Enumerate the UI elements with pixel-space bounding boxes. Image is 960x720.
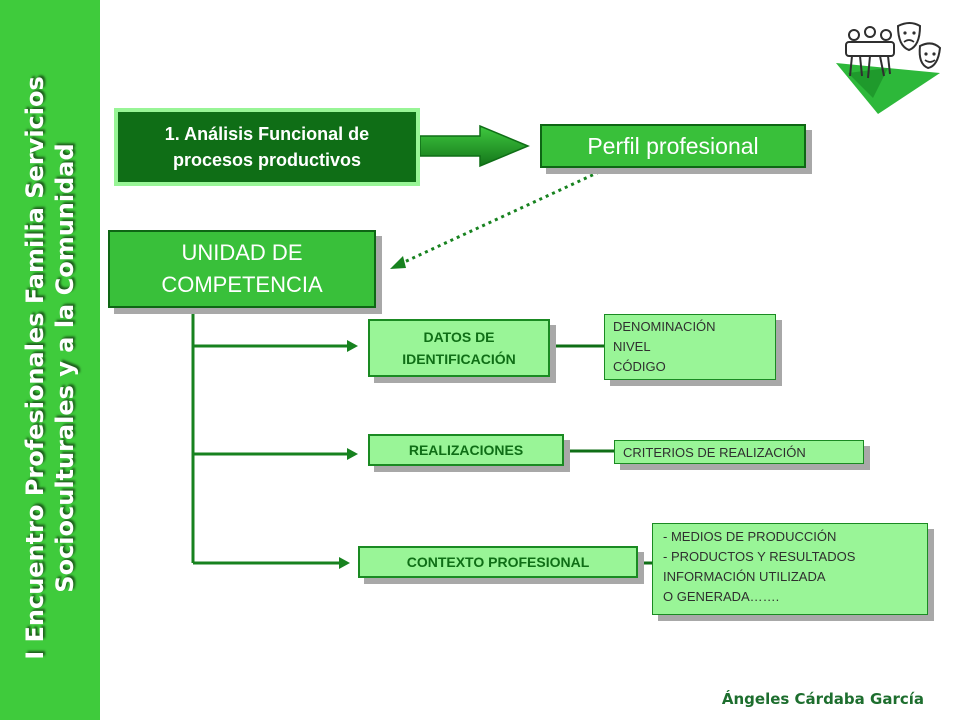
contexto-detail-item: - PRODUCTOS Y RESULTADOS: [663, 549, 856, 564]
unidad-box: UNIDAD DE COMPETENCIA: [108, 230, 376, 308]
author-name: Ángeles Cárdaba García: [721, 690, 924, 708]
datos-line1: DATOS DE: [423, 329, 495, 345]
datos-box: DATOS DE IDENTIFICACIÓN: [368, 319, 550, 377]
contexto-label: CONTEXTO PROFESIONAL: [406, 554, 590, 570]
datos-detail-item: CÓDIGO: [613, 359, 666, 374]
datos-detail-item: NIVEL: [613, 339, 651, 354]
contexto-detail-item: - MEDIOS DE PRODUCCIÓN: [663, 529, 837, 544]
perfil-box: Perfil profesional: [540, 124, 806, 168]
dotted-arrow: [399, 164, 613, 266]
realizaciones-label: REALIZACIONES: [408, 442, 524, 458]
realizaciones-detail-box: CRITERIOS DE REALIZACIÓN: [614, 440, 864, 464]
perfil-label: Perfil profesional: [587, 132, 759, 159]
big-arrow: [419, 124, 530, 168]
datos-line2: IDENTIFICACIÓN: [402, 351, 516, 367]
analysis-box: 1. Análisis Funcional de procesos produc…: [114, 108, 420, 186]
analysis-line1: 1. Análisis Funcional de: [164, 124, 370, 144]
logo-icon: [836, 22, 942, 114]
analysis-line2: procesos productivos: [172, 150, 362, 170]
contexto-detail-box: - MEDIOS DE PRODUCCIÓN - PRODUCTOS Y RES…: [652, 523, 928, 615]
contexto-detail-item: O GENERADA…….: [663, 589, 780, 604]
dotted-arrow-head: [390, 256, 406, 269]
unidad-label: UNIDAD DE COMPETENCIA: [161, 240, 323, 297]
datos-detail-box: DENOMINACIÓN NIVEL CÓDIGO: [604, 314, 776, 380]
contexto-detail-item: INFORMACIÓN UTILIZADA: [663, 569, 826, 584]
realizaciones-box: REALIZACIONES: [368, 434, 564, 466]
sidebar: I Encuentro Profesionales Familia Servic…: [0, 0, 100, 720]
datos-detail-item: DENOMINACIÓN: [613, 319, 716, 334]
contexto-box: CONTEXTO PROFESIONAL: [358, 546, 638, 578]
realizaciones-detail-item: CRITERIOS DE REALIZACIÓN: [623, 445, 806, 460]
